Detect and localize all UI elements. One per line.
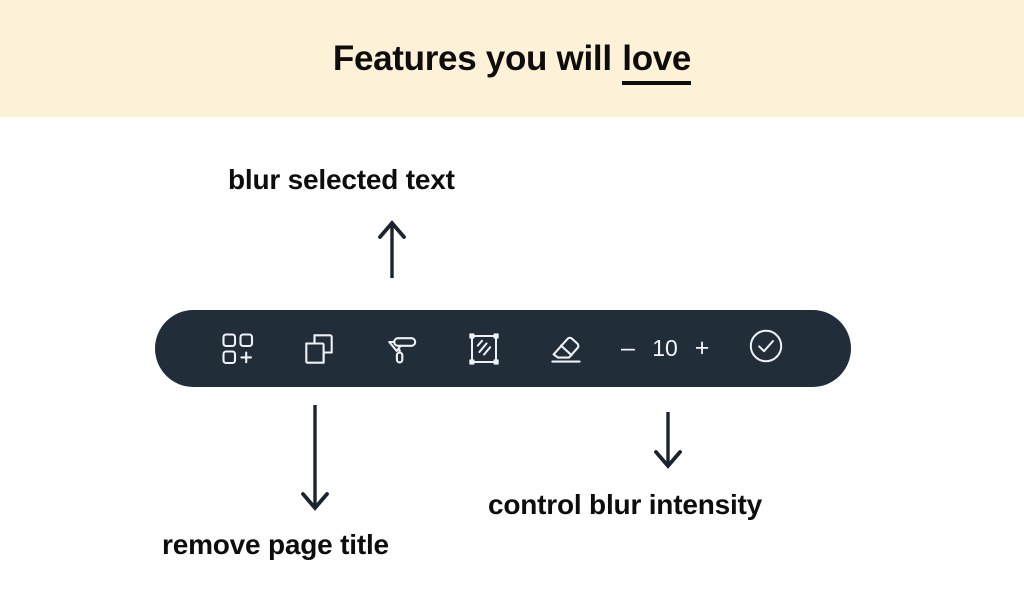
copy-icon bbox=[303, 332, 337, 366]
page-title-prefix: Features you will bbox=[332, 38, 612, 78]
annotation-blur-selected-text: blur selected text bbox=[228, 164, 455, 195]
content-stage: blur selected text bbox=[0, 117, 1024, 613]
intensity-increment-button[interactable]: + bbox=[694, 334, 710, 362]
annotation-remove-page-title: remove page title bbox=[162, 529, 389, 560]
intensity-decrement-button[interactable]: – bbox=[621, 334, 635, 362]
duplicate-tool[interactable] bbox=[279, 310, 361, 387]
grid-plus-icon bbox=[221, 332, 255, 366]
eraser-icon bbox=[549, 332, 583, 366]
eraser-tool[interactable] bbox=[525, 310, 607, 387]
blur-selection-icon bbox=[467, 332, 501, 366]
add-blocks-tool[interactable] bbox=[197, 310, 279, 387]
check-circle-icon bbox=[748, 328, 784, 369]
annotation-control-blur-intensity: control blur intensity bbox=[488, 489, 763, 520]
confirm-button[interactable] bbox=[723, 310, 809, 387]
paint-roller-icon bbox=[385, 332, 419, 366]
arrow-down-right-icon bbox=[654, 412, 682, 469]
paint-roller-tool[interactable] bbox=[361, 310, 443, 387]
intensity-value: 10 bbox=[652, 335, 678, 361]
intensity-stepper[interactable]: – 10 + bbox=[607, 310, 723, 387]
page-title-emphasis: love bbox=[622, 38, 692, 85]
editor-toolbar[interactable]: – 10 + bbox=[155, 310, 851, 387]
arrow-down-left-icon bbox=[301, 405, 329, 511]
arrow-up-icon bbox=[378, 220, 406, 278]
blur-tool[interactable] bbox=[443, 310, 525, 387]
